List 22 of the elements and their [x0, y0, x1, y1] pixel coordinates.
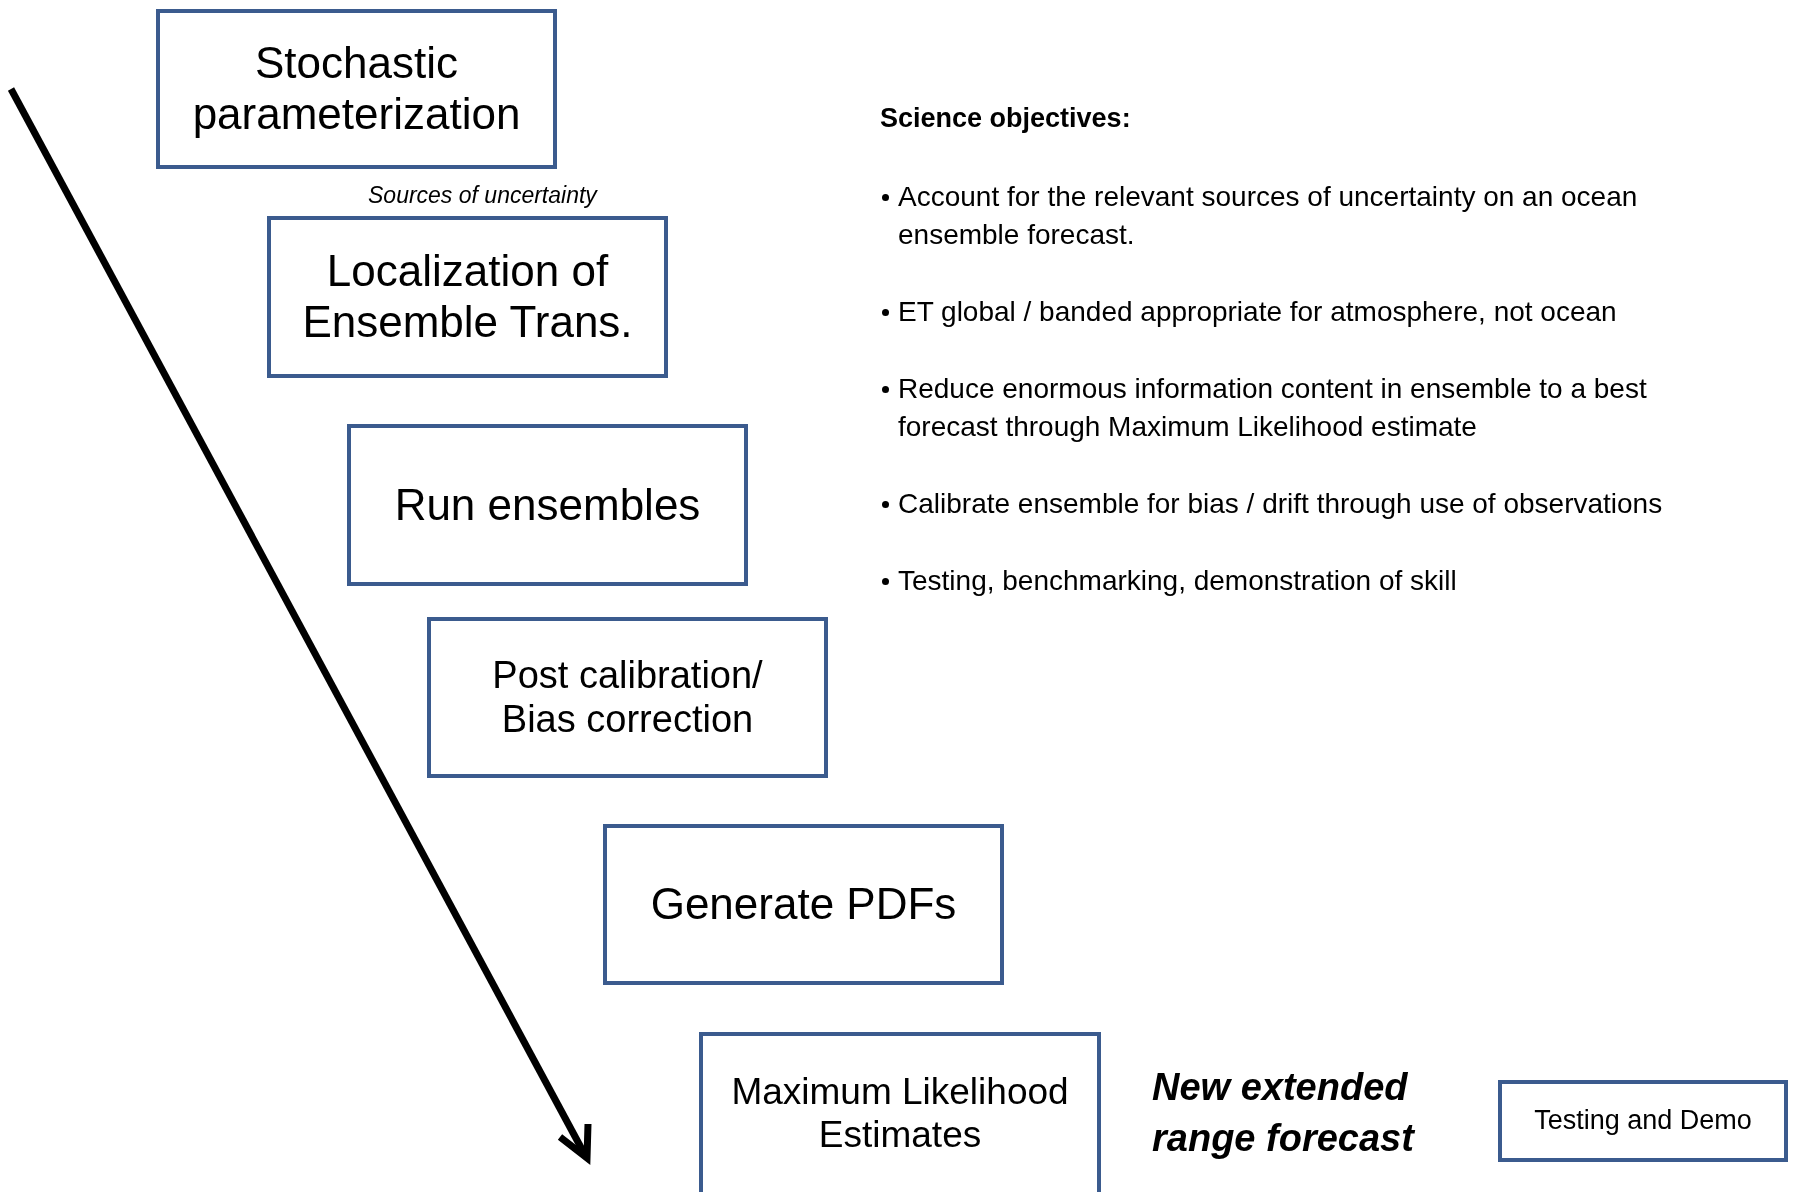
bullet-item: Calibrate ensemble for bias / drift through use of observations: [898, 487, 1664, 521]
bullet-item: ET global / banded appropriate for atmosphere, not ocean: [898, 295, 1618, 329]
box-label: Post calibration/ Bias correction: [491, 653, 764, 742]
process-box: [699, 1032, 1101, 1192]
box-label: Generate PDFs: [650, 879, 957, 930]
bullet-item: Testing, benchmarking, demonstration of skill: [898, 564, 1458, 598]
box-label: Maximum Likelihood Estimates: [730, 1071, 1070, 1157]
box-label: Localization of Ensemble Trans.: [301, 246, 634, 348]
box-label: Testing and Demo: [1534, 1105, 1752, 1137]
annotation-text: Sources of uncertainty: [368, 181, 599, 210]
process-box: [267, 216, 668, 378]
process-box: [347, 424, 748, 586]
bullet-item: Account for the relevant sources of uncertainty on an ocean ensemble forecast.: [898, 180, 1639, 252]
process-box: [156, 9, 557, 169]
process-box: [603, 824, 1004, 985]
box-label: Run ensembles: [394, 479, 701, 531]
process-box: [427, 617, 828, 778]
heading: Science objectives:: [880, 102, 1132, 135]
process-box: [1498, 1080, 1788, 1162]
box-label: Stochastic parameterization: [191, 38, 522, 140]
bullet-item: Reduce enormous information content in ensemble to a best forecast through Maximum Likelihood estimate: [898, 372, 1648, 444]
emphasis-text: New extended range forecast: [1152, 1065, 1416, 1162]
